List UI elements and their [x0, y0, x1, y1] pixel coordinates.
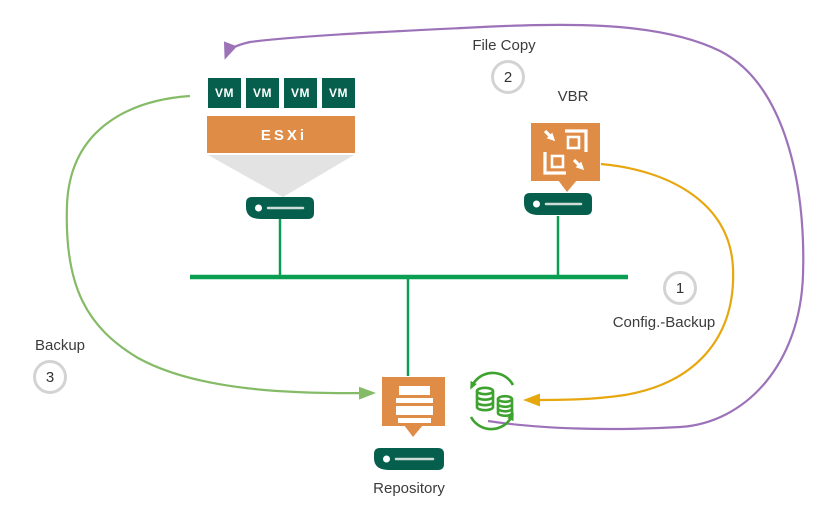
vbr-node: VBR: [524, 88, 600, 215]
vm-label: VM: [329, 86, 348, 100]
esxi-label: ESXi: [261, 127, 307, 144]
flow-backup-caption: Backup 3: [33, 337, 85, 394]
step-badge-1: [663, 271, 697, 305]
vbr-label: VBR: [558, 88, 589, 105]
step-badge-2: [491, 60, 525, 94]
esxi-server-icon: [246, 197, 314, 219]
step-number-1: 1: [676, 280, 684, 297]
funnel-icon: [208, 155, 354, 197]
vbr-icon: [531, 123, 600, 192]
network-bus: [190, 216, 628, 376]
vm-box: VM: [246, 78, 279, 108]
config-sync-icon: [469, 371, 515, 431]
database-icon: [475, 386, 495, 412]
flow-file-copy-caption: File Copy 2: [472, 37, 536, 94]
step-badge-3: [33, 360, 67, 394]
file-copy-arrow: [224, 23, 805, 431]
vm-label: VM: [215, 86, 234, 100]
vm-box: VM: [284, 78, 317, 108]
repository-label: Repository: [373, 480, 445, 497]
step-number-2: 2: [504, 69, 512, 86]
backup-label: Backup: [35, 337, 85, 354]
repository-icon: [382, 377, 445, 437]
file-copy-label: File Copy: [472, 37, 536, 54]
database-icon: [496, 394, 514, 418]
step-number-3: 3: [46, 369, 54, 386]
repository-server-icon: [374, 448, 444, 470]
config-backup-label: Config.-Backup: [613, 314, 716, 331]
flow-config-backup-caption: 1 Config.-Backup: [613, 271, 716, 331]
esxi-host-node: VM VM VM VM ESXi: [207, 78, 355, 219]
vbr-server-icon: [524, 193, 592, 215]
config-backup-arrow: [523, 162, 735, 407]
vm-label: VM: [253, 86, 272, 100]
repository-node: Repository: [373, 377, 445, 497]
backup-arrow: [65, 94, 376, 400]
vm-box: VM: [208, 78, 241, 108]
vm-box: VM: [322, 78, 355, 108]
vm-label: VM: [291, 86, 310, 100]
esxi-bar: [207, 116, 355, 153]
